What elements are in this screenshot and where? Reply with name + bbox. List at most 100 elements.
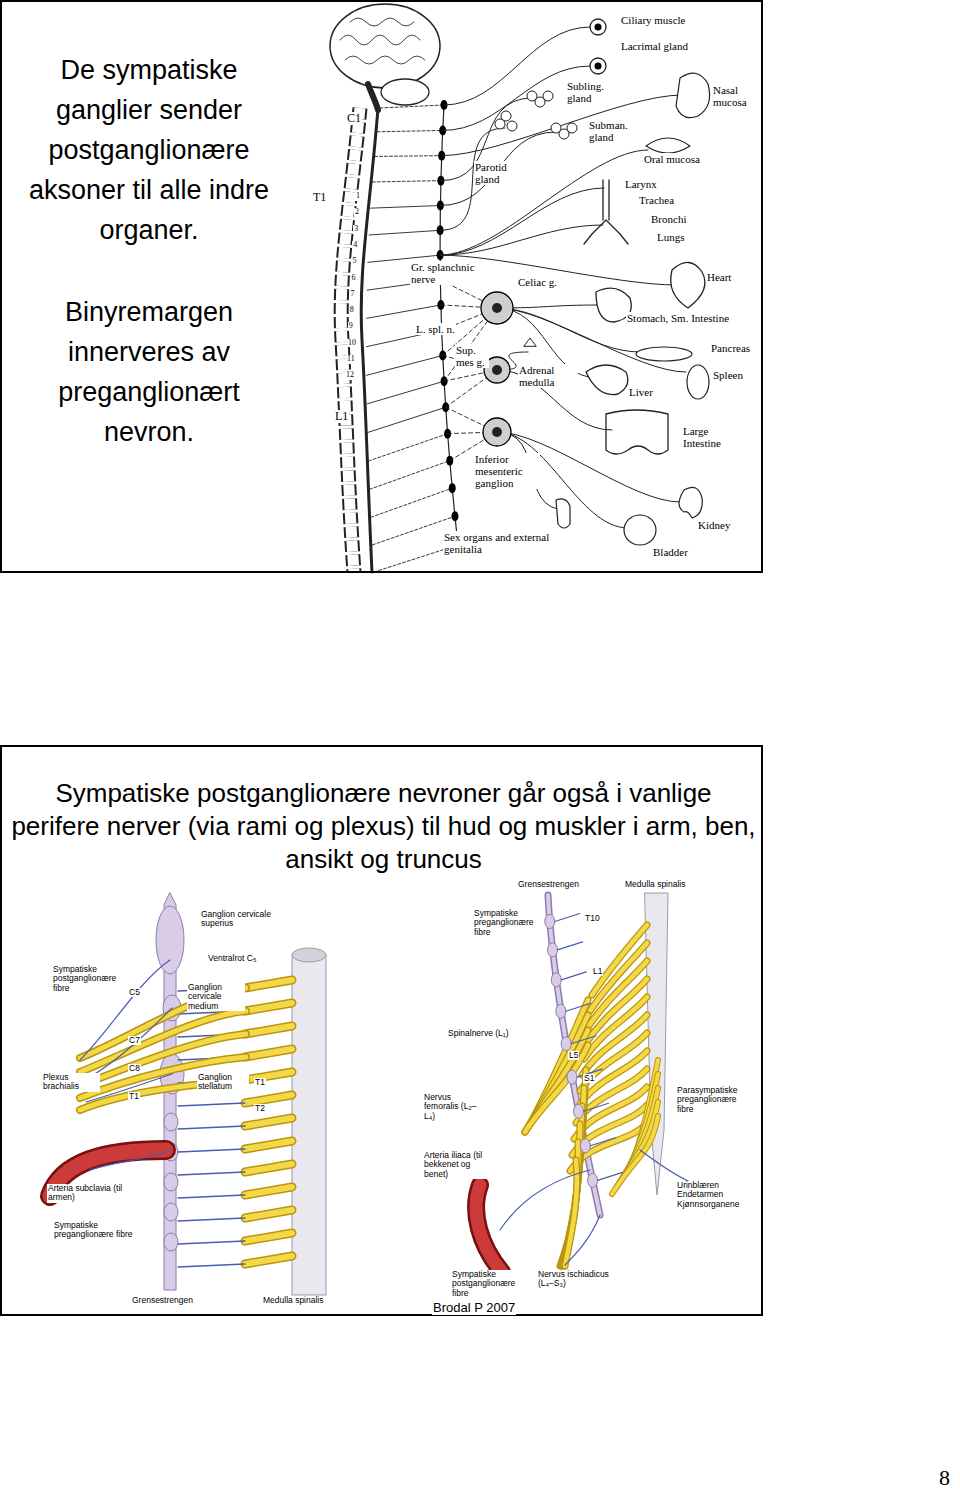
spinal-nerve xyxy=(245,1141,292,1149)
anatomy-label: Adrenal medulla xyxy=(518,364,578,388)
sciatic-nerve xyxy=(563,1124,580,1266)
anatomy-label: L5 xyxy=(568,1051,579,1060)
sciatic-nerve xyxy=(560,1070,586,1266)
anatomy-label: 8 xyxy=(349,306,355,315)
brain-gyri xyxy=(345,56,425,64)
anatomy-label: T10 xyxy=(584,914,601,923)
pupil xyxy=(595,63,602,70)
anatomy-label: T2 xyxy=(254,1104,266,1113)
anatomy-label: 5 xyxy=(351,257,357,266)
anatomy-label: Spleen xyxy=(712,369,744,381)
ganglion-centre xyxy=(492,427,502,437)
anatomy-label: Lungs xyxy=(656,231,686,243)
sciatic-nerve xyxy=(560,1070,586,1266)
anatomy-label: Subman. gland xyxy=(588,119,636,143)
anatomy-label: Kidney xyxy=(697,519,731,531)
artery xyxy=(476,1185,502,1272)
trunk-ganglion xyxy=(567,1070,577,1084)
anatomy-label: 2 xyxy=(354,208,360,217)
ramus-fibre xyxy=(178,1195,245,1198)
postganglionic-fibre xyxy=(500,1170,600,1265)
brain-gyri xyxy=(340,35,420,45)
anatomy-label: T1 xyxy=(128,1092,140,1101)
ramus-fibre xyxy=(178,1264,245,1267)
chain-ganglion xyxy=(449,483,456,493)
anatomy-label: 7 xyxy=(350,290,356,299)
eye xyxy=(590,58,606,74)
anatomy-label: Inferior mesenteric ganglion xyxy=(474,453,540,489)
anatomy-label: Ganglion cervicale medium xyxy=(187,983,245,1011)
spinal-nerve xyxy=(245,1118,292,1126)
femoral-nerve xyxy=(525,1000,588,1132)
lumbar-sacral-figure xyxy=(476,893,690,1272)
sacral-nerve xyxy=(612,1116,658,1194)
brainstem xyxy=(368,84,378,110)
preganglionic-fibre xyxy=(369,230,440,235)
spinal-nerve xyxy=(245,1026,292,1034)
spinal-nerve xyxy=(245,1003,292,1011)
large-intestine xyxy=(606,410,668,454)
spinal-nerve xyxy=(245,1095,292,1103)
heart xyxy=(671,262,705,308)
anatomy-label: Ventralrot C₅ xyxy=(207,954,257,963)
sacral-nerve xyxy=(612,1116,658,1194)
spinal-nerve xyxy=(245,1256,292,1264)
mouth xyxy=(646,138,690,153)
gland xyxy=(543,91,553,101)
anatomy-label: Stomach, Sm. Intestine xyxy=(626,312,730,324)
preganglionic-fibre xyxy=(372,181,441,182)
ramus-fibre xyxy=(571,1036,596,1044)
anatomy-label: Arteria subclavia (til armen) xyxy=(47,1184,125,1203)
trunk-ganglion xyxy=(573,1104,583,1118)
anatomy-label: S1 xyxy=(583,1074,595,1083)
anatomy-label: Heart xyxy=(706,271,732,283)
nose xyxy=(676,73,710,117)
cerebellum xyxy=(381,79,429,105)
chain-ganglion xyxy=(451,511,458,521)
anatomy-label: 9 xyxy=(348,322,354,331)
preganglionic-fibre xyxy=(368,434,447,461)
preganglionic-fibre xyxy=(367,355,443,375)
spinal-nerve xyxy=(245,1003,292,1011)
anatomy-label: Large Intestine xyxy=(682,425,740,449)
anatomy-label: Urinblæren Endetarmen Kjønnsorganene xyxy=(676,1181,740,1209)
brain-gyri xyxy=(350,18,414,26)
anatomy-label: T1 xyxy=(312,191,327,204)
trunk-ganglion xyxy=(164,1113,178,1131)
spinal-nerve xyxy=(245,1233,292,1241)
preganglionic-fibre xyxy=(377,130,443,131)
anatomy-label: Pancreas xyxy=(710,342,751,354)
postganglionic-fibre xyxy=(440,132,556,206)
anatomy-label: Sex organs and external genitalia xyxy=(443,531,555,555)
femoral-nerve xyxy=(525,1000,588,1132)
ramus-fibre xyxy=(178,1172,245,1175)
anatomy-label: Sympatiske postganglionære fibre xyxy=(52,965,126,993)
femoral-nerve xyxy=(525,1030,588,1132)
anatomy-label: Celiac g. xyxy=(517,276,558,288)
ramus-fibre xyxy=(561,972,586,980)
spinal-nerve xyxy=(245,980,292,988)
anatomy-label: Oral mucosa xyxy=(643,153,701,165)
ramus-fibre xyxy=(590,1138,615,1146)
kidney xyxy=(679,487,702,518)
sciatic-nerve xyxy=(561,1088,584,1266)
preganglionic-fibre xyxy=(380,105,444,108)
anatomy-label: C5 xyxy=(128,988,141,997)
brain xyxy=(330,4,440,88)
spinal-nerve xyxy=(245,1049,292,1057)
liver xyxy=(586,365,628,395)
bladder xyxy=(624,515,656,545)
pupil xyxy=(595,24,602,31)
anatomy-label: 3 xyxy=(353,225,359,234)
page-number: 8 xyxy=(938,1466,951,1490)
ramus-fibre xyxy=(555,914,580,922)
spinal-nerve xyxy=(588,961,647,1027)
anatomy-label: Sympatiske postganglionære fibre xyxy=(451,1270,519,1298)
spinal-cord-section xyxy=(292,948,326,962)
spinal-nerve xyxy=(245,1210,292,1218)
trunk-ganglion xyxy=(164,1203,178,1221)
anatomy-label: 10 xyxy=(347,339,357,348)
spinal-nerve xyxy=(245,1141,292,1149)
parasympathetic-fibre xyxy=(640,1150,690,1182)
spinal-nerve xyxy=(245,1256,292,1264)
